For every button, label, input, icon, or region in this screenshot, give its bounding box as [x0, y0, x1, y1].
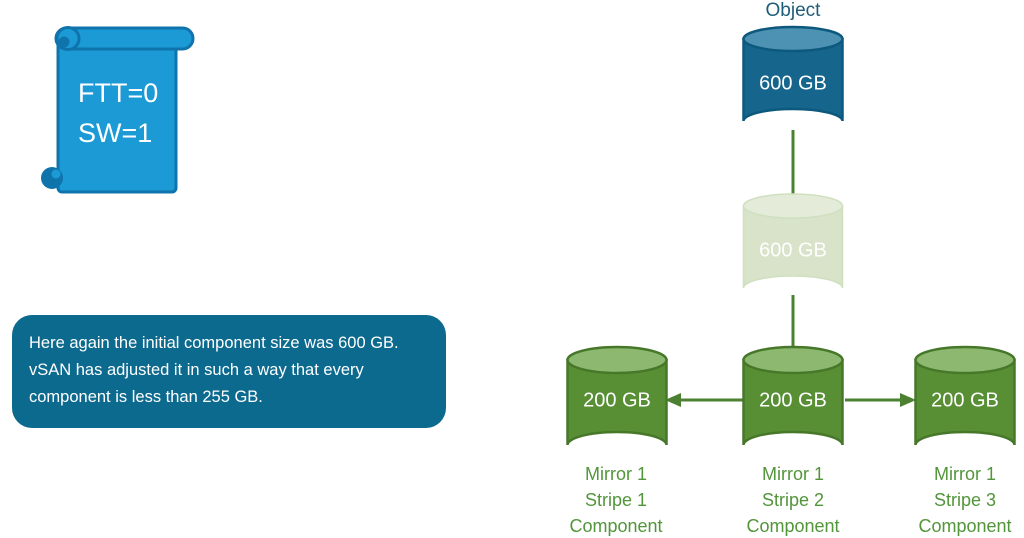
- component-caption-stripe2: Mirror 1 Stripe 2 Component: [713, 461, 873, 538]
- caption-line: Component: [918, 516, 1012, 536]
- component-cylinder-body: [742, 358, 844, 446]
- component-cylinder-body: [914, 358, 1016, 446]
- object-cylinder: 600 GB: [741, 25, 845, 135]
- object-cylinder-icon: [742, 25, 844, 122]
- scroll-top-curl-shadow: [58, 36, 70, 48]
- policy-settings-text: FTT=0 SW=1: [78, 73, 158, 153]
- component-size-label: 200 GB: [759, 389, 827, 412]
- object-title: Object: [765, 0, 821, 21]
- policy-sw-value: SW=1: [78, 118, 153, 148]
- component-caption-stripe3: Mirror 1 Stripe 3 Component: [885, 461, 1024, 538]
- component-caption-stripe1: Mirror 1 Stripe 1 Component: [536, 461, 696, 538]
- arrowhead-right-icon: [900, 393, 916, 407]
- object-cylinder-body: [742, 37, 844, 122]
- component-cylinder-body: [566, 358, 668, 446]
- ghost-cylinder-body: [742, 205, 844, 289]
- policy-ftt-value: FTT=0: [78, 78, 159, 108]
- component-size-label: 200 GB: [583, 389, 651, 412]
- component-cylinder-icon: [914, 345, 1016, 446]
- caption-line: Mirror 1: [934, 464, 996, 484]
- object-cylinder-top: [742, 25, 844, 53]
- caption-line: Stripe 3: [933, 490, 997, 510]
- arrowhead-left-icon: [665, 393, 681, 407]
- component-cylinder-top: [566, 345, 668, 375]
- caption-line: Mirror 1: [585, 464, 647, 484]
- caption-line: Stripe 1: [584, 490, 648, 510]
- scroll-bottom-curl: [41, 167, 63, 189]
- component-size-label: 200 GB: [931, 389, 999, 412]
- component-cylinder-stripe3: 200 GB: [913, 345, 1017, 460]
- ghost-size-label: 600 GB: [759, 239, 827, 262]
- policy-scroll-note: FTT=0 SW=1: [40, 20, 200, 205]
- component-cylinder-stripe2: 200 GB: [741, 345, 845, 460]
- object-size-label: 600 GB: [759, 72, 827, 95]
- component-cylinder-top: [742, 345, 844, 375]
- ghost-cylinder-icon: [742, 193, 844, 289]
- caption-line: Stripe 2: [761, 490, 825, 510]
- component-cylinder-icon: [742, 345, 844, 446]
- component-cylinder-top: [914, 345, 1016, 375]
- component-cylinder-icon: [566, 345, 668, 446]
- ghost-cylinder: 600 GB: [741, 192, 845, 302]
- ghost-cylinder-top: [742, 193, 844, 219]
- scroll-bottom-curl-highlight: [51, 169, 61, 179]
- caption-line: Component: [746, 516, 840, 536]
- caption-line: Component: [569, 516, 663, 536]
- component-cylinder-stripe1: 200 GB: [565, 345, 669, 460]
- caption-line: Mirror 1: [762, 464, 824, 484]
- scroll-shape-icon: [41, 26, 195, 194]
- explanation-callout: Here again the initial component size wa…: [12, 315, 446, 428]
